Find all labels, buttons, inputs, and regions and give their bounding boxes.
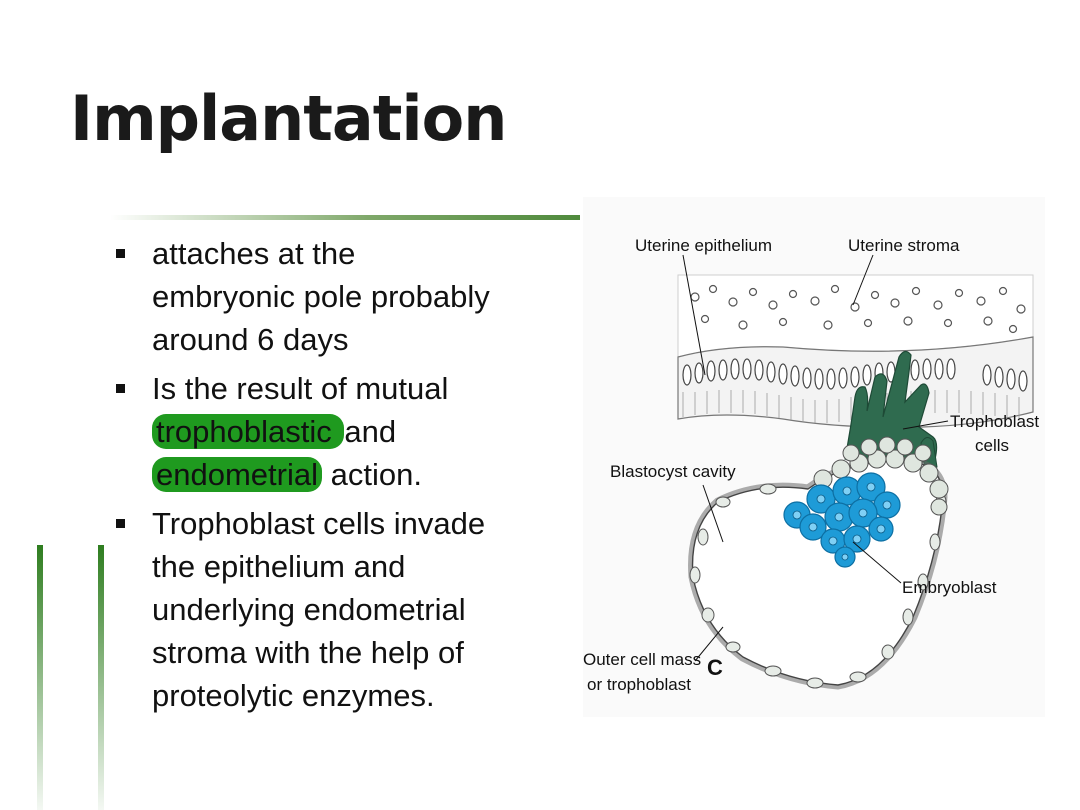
bullet-text: embryonic pole probably: [152, 279, 490, 314]
bullet-item: Is the result of mutual trophoblastic an…: [110, 367, 560, 496]
bullet-text: stroma with the help of: [152, 635, 464, 670]
stroma-cells: [690, 284, 1026, 334]
label-blastocyst-cavity: Blastocyst cavity: [610, 462, 736, 481]
bullet-text: underlying endometrial: [152, 592, 466, 627]
bullet-text: the epithelium and: [152, 549, 406, 584]
bullet-list: attaches at the embryonic pole probably …: [110, 232, 560, 723]
slide-title: Implantation: [70, 82, 507, 155]
bullet-text: and: [344, 414, 397, 449]
label-uterine-epithelium: Uterine epithelium: [635, 236, 772, 255]
embryoblast-nuclei: [792, 482, 892, 561]
bullet-item: Trophoblast cells invade the epithelium …: [110, 502, 560, 717]
label-trophoblast-cells-line1: Trophoblast: [950, 412, 1039, 431]
bullet-item: attaches at the embryonic pole probably …: [110, 232, 560, 361]
bullet-text: attaches at the: [152, 236, 356, 271]
left-accent-bar: [37, 545, 43, 810]
label-outer-cell-mass-line1: Outer cell mass: [583, 650, 701, 669]
bullet-text: action.: [321, 457, 422, 492]
bullet-text: Is the result of mutual: [152, 371, 449, 406]
title-divider: [110, 215, 580, 220]
label-uterine-stroma: Uterine stroma: [848, 236, 960, 255]
bullet-text: Trophoblast cells invade: [152, 506, 486, 541]
label-panel-letter: C: [707, 655, 723, 680]
bullet-text: around 6 days: [152, 322, 349, 357]
highlight-trophoblastic: trophoblastic: [152, 414, 345, 449]
leader-lines: [682, 254, 949, 662]
left-accent-bar-2: [98, 545, 104, 810]
implantation-diagram-svg: Uterine epithelium Uterine stroma Tropho…: [583, 236, 1039, 694]
polar-trophoblast-cells: [813, 436, 949, 516]
embryoblast-cells: [783, 472, 901, 568]
highlight-endometrial: endometrial: [152, 457, 322, 492]
implantation-diagram: Uterine epithelium Uterine stroma Tropho…: [583, 197, 1045, 717]
bullet-text: proteolytic enzymes.: [152, 678, 435, 713]
label-embryoblast: Embryoblast: [902, 578, 997, 597]
label-outer-cell-mass-line2: or trophoblast: [587, 675, 691, 694]
label-trophoblast-cells-line2: cells: [975, 436, 1009, 455]
